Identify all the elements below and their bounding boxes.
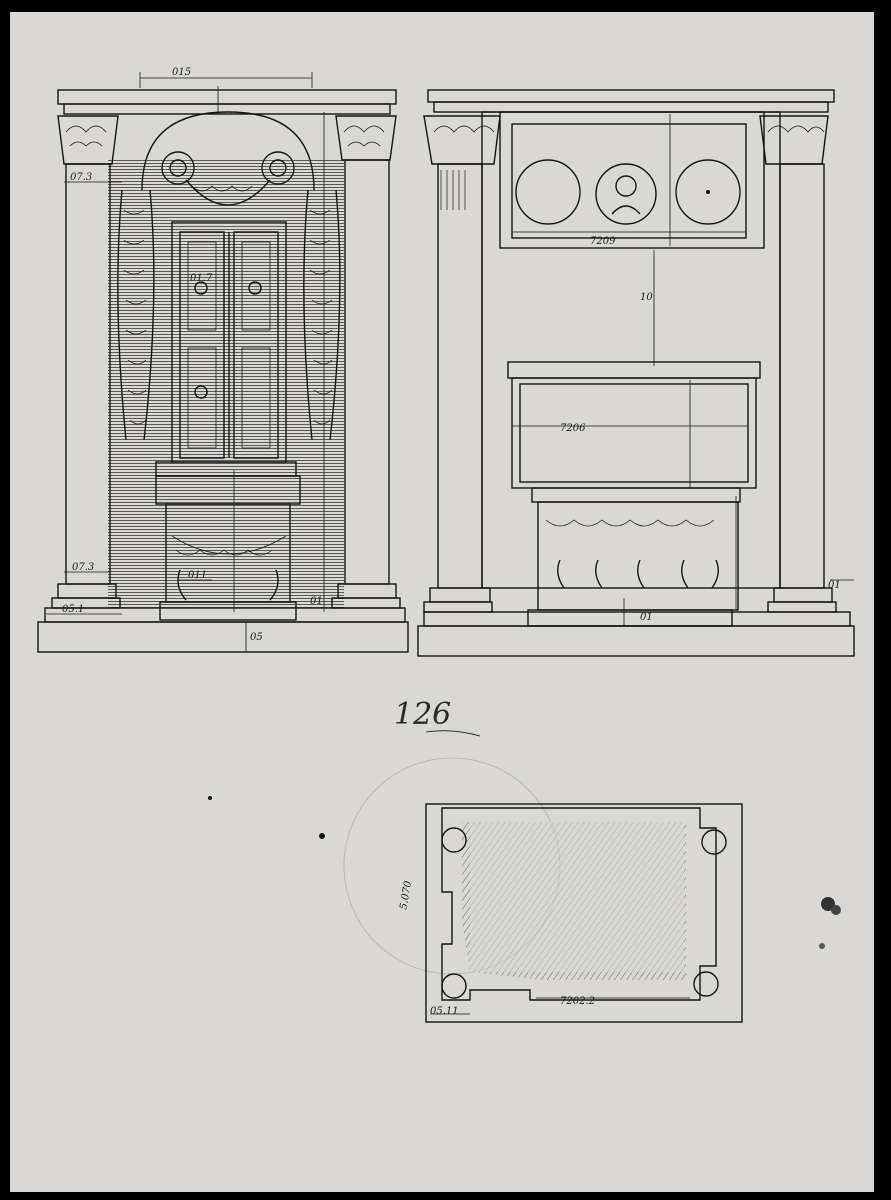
left-dim-small: 01 — [310, 596, 323, 607]
left-dim-top: 015 — [172, 67, 191, 78]
left-dim-base: 05 — [250, 632, 263, 643]
ink-blot — [819, 897, 841, 949]
left-dim-plinth: 05.1 — [62, 604, 84, 615]
plan-view: 5.070 7202.2 05.11 — [398, 803, 743, 1023]
right-elevation: 7209 7206 01 10 01 — [417, 89, 855, 657]
right-dim-middle-panel: 7206 — [560, 423, 586, 434]
plan-dim-corner: 05.11 — [430, 1006, 459, 1017]
right-dim-base: 01 — [640, 612, 653, 623]
right-dim-between: 10 — [640, 292, 653, 303]
sheet-number: 126 — [394, 697, 451, 732]
left-elevation: 015 07.3 01.7 011 07.3 05.1 05 01 — [37, 67, 409, 653]
plan-dim-side: 5.070 — [398, 880, 414, 911]
left-dim-door: 01.7 — [190, 273, 213, 284]
right-dim-top-panel: 7209 — [590, 236, 616, 247]
plan-dim-bottom: 7202.2 — [560, 996, 595, 1007]
left-dim-column-base: 07.3 — [72, 562, 94, 573]
left-dim-capital: 07.3 — [70, 172, 92, 183]
right-dim-side: 01 — [828, 580, 841, 591]
left-dim-pedestal: 011 — [188, 570, 207, 581]
